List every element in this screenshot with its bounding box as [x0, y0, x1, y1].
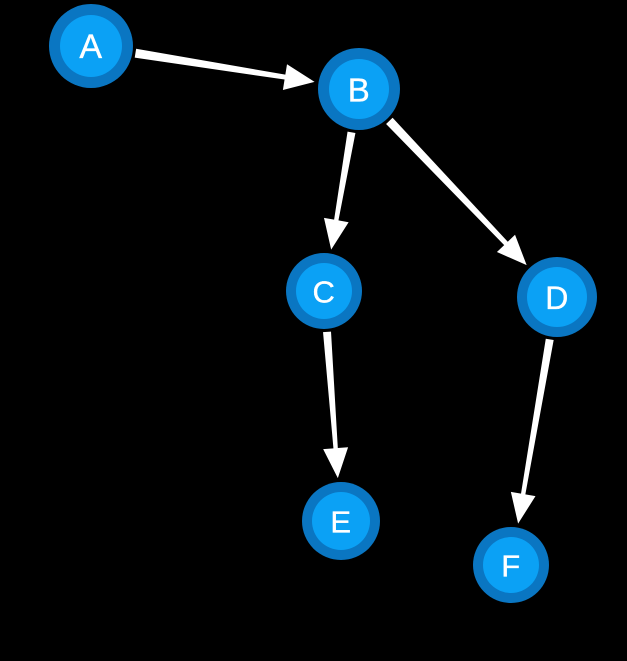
node-core-a — [60, 15, 122, 77]
node-core-b — [329, 59, 389, 119]
node-label-a: A — [79, 28, 102, 66]
graph-edge-d-to-f[interactable] — [510, 338, 554, 524]
graph-edge-b-to-d[interactable] — [386, 117, 527, 266]
node-label-b: B — [348, 72, 371, 109]
node-label-c: C — [313, 275, 336, 310]
edge-layer — [134, 48, 554, 524]
node-label-e: E — [330, 505, 351, 540]
node-core-f — [483, 537, 539, 593]
node-core-c — [296, 263, 352, 319]
node-core-d — [527, 267, 587, 327]
graph-node-c[interactable]: C — [286, 253, 362, 329]
graph-edge-c-to-e[interactable] — [323, 331, 349, 479]
node-label-d: D — [545, 280, 569, 316]
graph-node-d[interactable]: D — [517, 257, 597, 337]
graph-node-a[interactable]: A — [49, 4, 133, 88]
graph-node-f[interactable]: F — [473, 527, 549, 603]
graph-edge-b-to-c[interactable] — [323, 131, 356, 250]
node-core-e — [312, 492, 370, 550]
node-label-f: F — [501, 549, 520, 584]
graph-node-e[interactable]: E — [302, 482, 380, 560]
graph-edge-a-to-b[interactable] — [134, 48, 315, 90]
node-layer: A B C D E F — [49, 4, 597, 603]
graph-node-b[interactable]: B — [318, 48, 400, 130]
